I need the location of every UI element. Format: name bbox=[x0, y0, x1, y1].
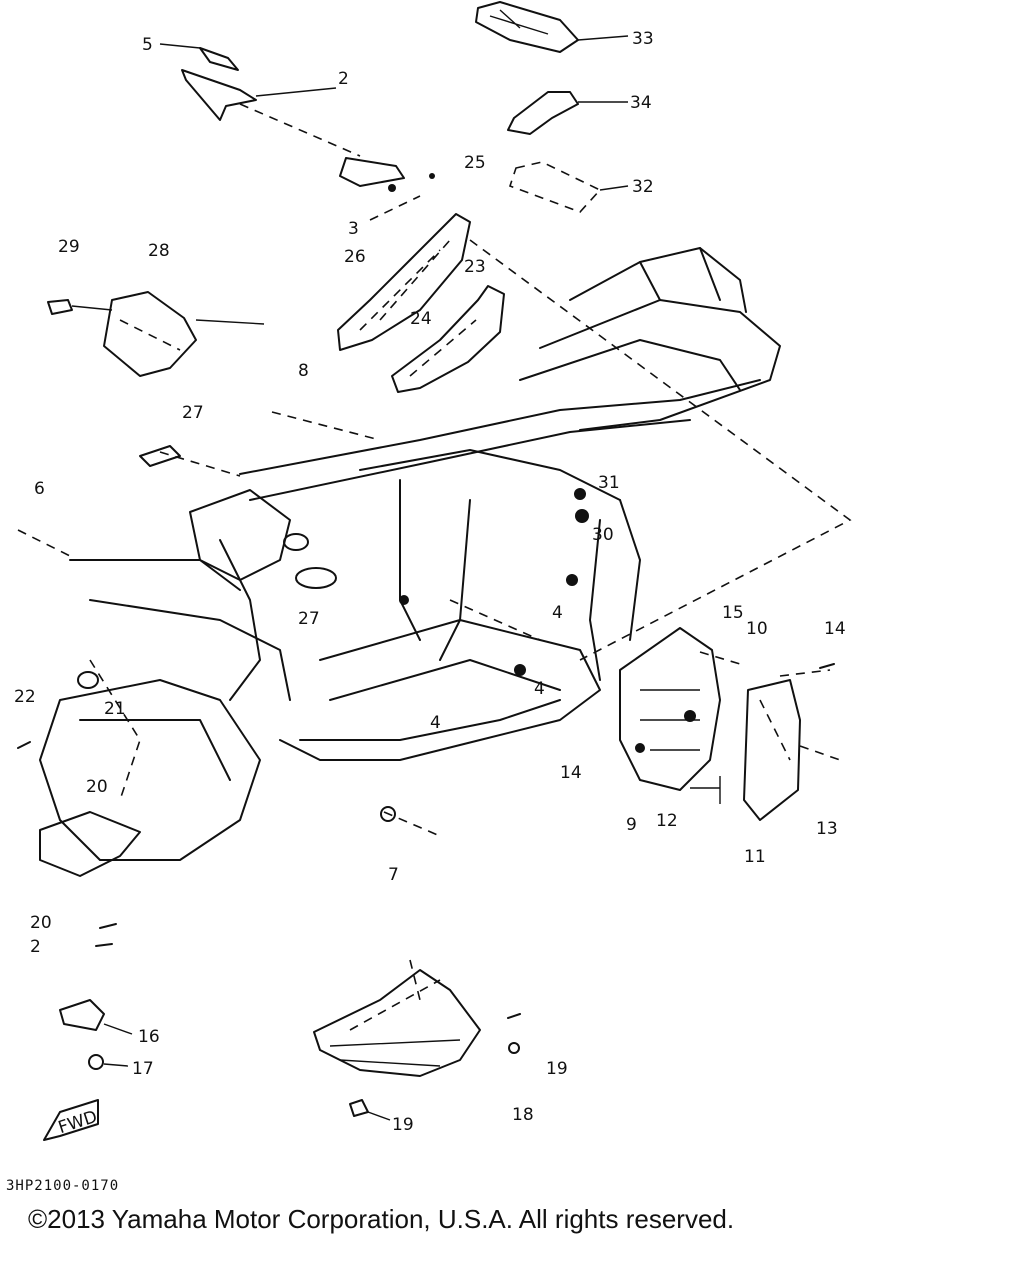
callout-34: 34 bbox=[630, 93, 652, 113]
part-5-bolt bbox=[159, 43, 239, 71]
part-33-bracket bbox=[475, 1, 629, 53]
part-34-bracket bbox=[507, 91, 628, 135]
callout-26: 26 bbox=[344, 247, 366, 267]
callout-30: 30 bbox=[592, 525, 614, 545]
callout-11: 11 bbox=[744, 847, 766, 867]
callout-6: 6 bbox=[34, 479, 45, 499]
part-28-bracket bbox=[103, 291, 265, 377]
copyright-notice: ©2013 Yamaha Motor Corporation, U.S.A. A… bbox=[28, 1204, 735, 1234]
callout-21: 21 bbox=[104, 699, 126, 719]
callout-10: 10 bbox=[746, 619, 768, 639]
callout-22: 22 bbox=[14, 687, 36, 707]
fwd-direction-badge: FWD bbox=[43, 1099, 100, 1141]
part-26-guard bbox=[337, 213, 471, 351]
callout-4a: 4 bbox=[552, 603, 563, 623]
part-32-plate bbox=[508, 161, 629, 213]
callout-31: 31 bbox=[598, 473, 620, 493]
callout-29: 29 bbox=[58, 237, 80, 257]
callout-27a: 27 bbox=[182, 403, 204, 423]
callout-5: 5 bbox=[142, 35, 153, 55]
part-25-bracket bbox=[339, 157, 435, 221]
callout-27b: 27 bbox=[298, 609, 320, 629]
diagram-code: 3HP2100-0170 bbox=[6, 1178, 120, 1194]
callout-15: 15 bbox=[722, 603, 744, 623]
callout-16: 16 bbox=[138, 1027, 160, 1047]
callout-19b: 19 bbox=[392, 1115, 414, 1135]
callout-14a: 14 bbox=[824, 619, 846, 639]
part-29-bolt bbox=[47, 299, 113, 315]
callout-19a: 19 bbox=[546, 1059, 568, 1079]
callout-7: 7 bbox=[388, 865, 399, 885]
callout-33: 33 bbox=[632, 29, 654, 49]
callout-labels: 5 2 33 34 25 32 3 26 23 29 28 24 8 27 31… bbox=[14, 29, 846, 1135]
callout-9: 9 bbox=[626, 815, 637, 835]
callout-24: 24 bbox=[410, 309, 432, 329]
callout-4c: 4 bbox=[430, 713, 441, 733]
part-24-guard bbox=[391, 285, 505, 393]
callout-13: 13 bbox=[816, 819, 838, 839]
callout-25: 25 bbox=[464, 153, 486, 173]
fasteners bbox=[17, 663, 835, 1121]
callout-17: 17 bbox=[132, 1059, 154, 1079]
callout-2b: 2 bbox=[30, 937, 41, 957]
callout-18: 18 bbox=[512, 1105, 534, 1125]
callout-12: 12 bbox=[656, 811, 678, 831]
callout-28: 28 bbox=[148, 241, 170, 261]
callout-4b: 4 bbox=[534, 679, 545, 699]
part-9-bracket-assembly bbox=[619, 627, 721, 804]
callout-23: 23 bbox=[464, 257, 486, 277]
callout-8: 8 bbox=[298, 361, 309, 381]
callout-32: 32 bbox=[632, 177, 654, 197]
callout-2: 2 bbox=[338, 69, 349, 89]
part-2-stay bbox=[181, 69, 361, 157]
part-27-spacer bbox=[139, 445, 181, 467]
part-18-skid-plate bbox=[313, 969, 481, 1077]
callout-20b: 20 bbox=[30, 913, 52, 933]
callout-14b: 14 bbox=[560, 763, 582, 783]
callout-3: 3 bbox=[348, 219, 359, 239]
assembly-guide-lines bbox=[17, 239, 852, 1001]
callout-20a: 20 bbox=[86, 777, 108, 797]
main-frame bbox=[39, 247, 781, 877]
part-13-bracket bbox=[743, 679, 801, 821]
